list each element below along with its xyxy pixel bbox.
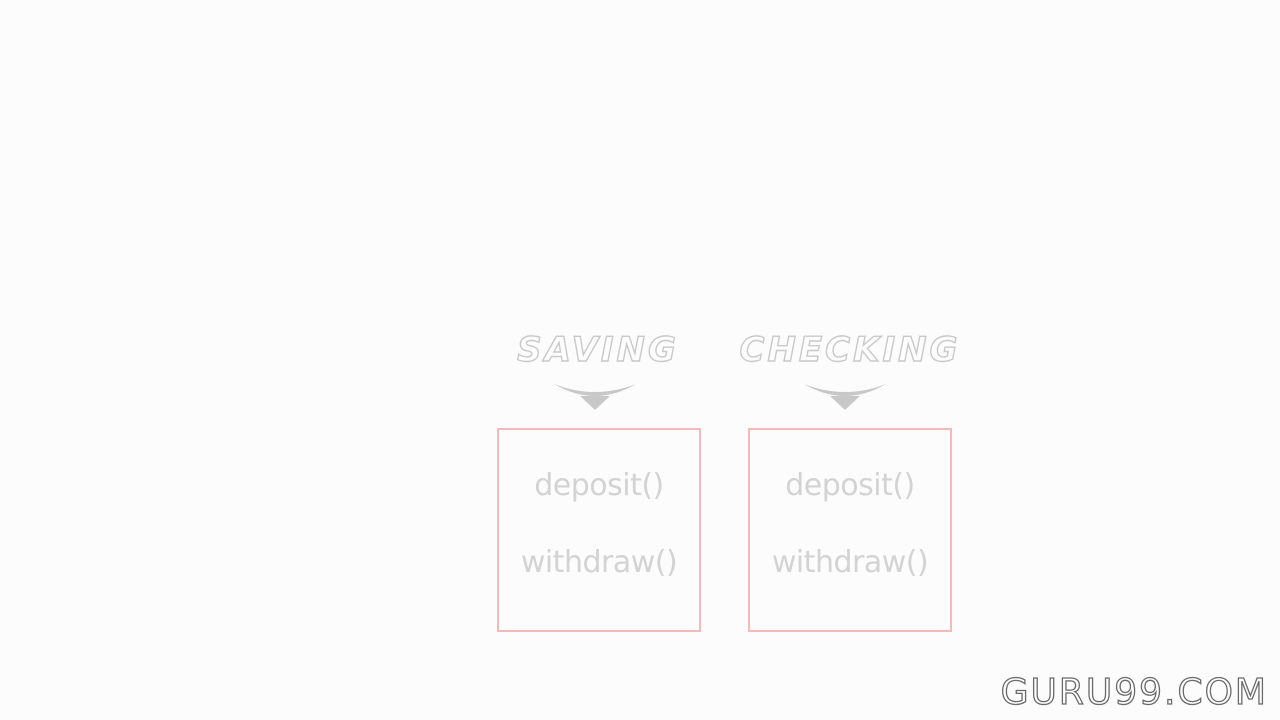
checking-method-withdraw: withdraw()	[771, 545, 929, 580]
checking-method-deposit: deposit()	[785, 468, 915, 503]
down-curved-arrow-icon	[554, 384, 636, 410]
saving-class-box: deposit() withdraw()	[497, 428, 701, 632]
saving-class-label: SAVING	[516, 329, 679, 370]
checking-class-box: deposit() withdraw()	[748, 428, 952, 632]
saving-method-withdraw: withdraw()	[520, 545, 678, 580]
checking-class-label: CHECKING	[739, 329, 961, 370]
down-curved-arrow-icon	[804, 384, 886, 410]
saving-method-deposit: deposit()	[534, 468, 664, 503]
watermark-logo: GURU99.COM	[1000, 671, 1268, 713]
